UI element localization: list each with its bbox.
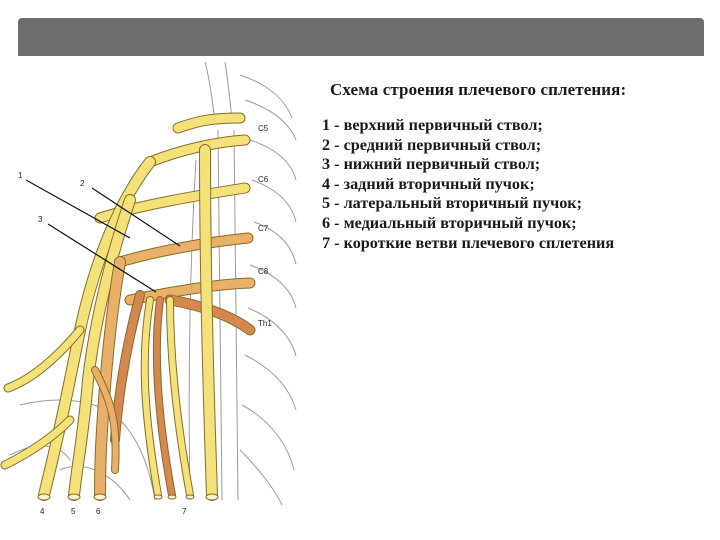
legend-item: 4 - задний вторичный пучок; (322, 175, 702, 195)
legend-item: 1 - верхний первичный ствол; (322, 116, 702, 136)
callout-number-1: 1 (18, 171, 23, 180)
vertebra-label-c8: C8 (258, 267, 269, 276)
legend-title: Схема строения плечевого сплетения: (330, 80, 702, 100)
legend-item: 6 - медиальный вторичный пучок; (322, 214, 702, 234)
bottom-number-6: 6 (96, 507, 101, 516)
legend-item: 2 - средний первичный ствол; (322, 136, 702, 156)
brachial-plexus-diagram: C5 C6 C7 C8 Th1 1 2 3 4 5 6 7 (0, 56, 300, 526)
vertebra-label-c6: C6 (258, 175, 269, 184)
bottom-number-7: 7 (182, 507, 187, 516)
vertebra-label-c5: C5 (258, 124, 269, 133)
legend-panel: Схема строения плечевого сплетения: 1 - … (322, 80, 702, 253)
vertebra-label-th1: Th1 (258, 319, 272, 328)
vertebra-label-c7: C7 (258, 224, 269, 233)
callout-number-2: 2 (80, 179, 85, 188)
legend-list: 1 - верхний первичный ствол; 2 - средний… (322, 116, 702, 253)
legend-item: 5 - латеральный вторичный пучок; (322, 194, 702, 214)
bottom-number-5: 5 (71, 507, 76, 516)
bottom-number-4: 4 (40, 507, 45, 516)
slide-header-bar (18, 18, 704, 56)
legend-item: 3 - нижний первичный ствол; (322, 155, 702, 175)
legend-item: 7 - короткие ветви плечевого сплетения (322, 234, 702, 254)
callout-number-3: 3 (38, 215, 43, 224)
